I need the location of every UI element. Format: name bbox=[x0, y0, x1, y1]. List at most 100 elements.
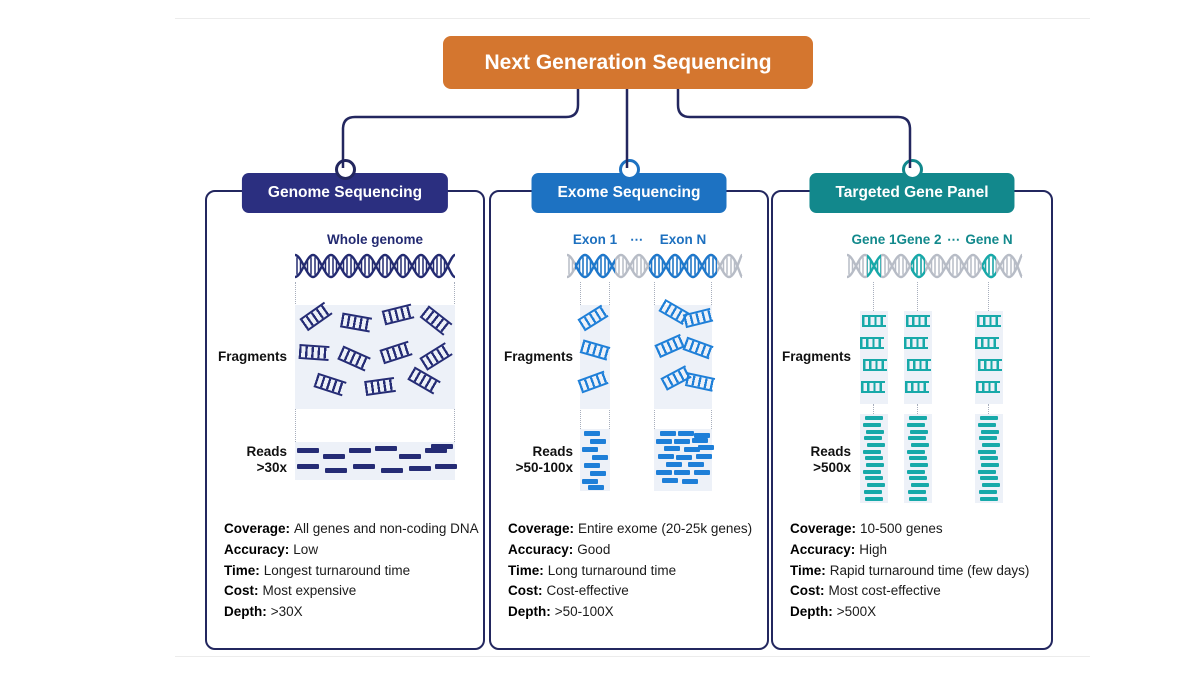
info-value: Entire exome (20-25k genes) bbox=[578, 521, 753, 536]
read-dash-icon bbox=[582, 447, 598, 452]
ellipsis-dots: ⋯ bbox=[630, 232, 644, 247]
dna-fragment-icon bbox=[862, 315, 886, 327]
info-label: Cost: bbox=[224, 583, 259, 599]
read-dash-icon bbox=[982, 443, 1000, 447]
reads-zone bbox=[904, 414, 932, 503]
read-dash-icon bbox=[864, 436, 882, 440]
read-dash-icon bbox=[375, 446, 397, 451]
branch-header-exome: Exome Sequencing bbox=[531, 173, 727, 213]
info-row: Accuracy:Good bbox=[508, 542, 752, 557]
read-dash-icon bbox=[662, 478, 678, 483]
info-label: Depth: bbox=[790, 604, 833, 620]
read-dash-icon bbox=[688, 462, 704, 467]
info-value: >30X bbox=[270, 604, 303, 620]
info-label: Accuracy: bbox=[508, 541, 574, 557]
dna-fragment-icon bbox=[906, 315, 930, 327]
read-dash-icon bbox=[981, 430, 999, 434]
read-dash-icon bbox=[323, 454, 345, 459]
info-row: Cost:Cost-effective bbox=[508, 583, 752, 598]
read-dash-icon bbox=[865, 497, 883, 501]
read-dash-icon bbox=[979, 490, 997, 494]
read-dash-icon bbox=[590, 471, 606, 476]
read-dash-icon bbox=[409, 466, 431, 471]
read-dash-icon bbox=[678, 431, 694, 436]
info-value: Low bbox=[293, 541, 319, 557]
reads-label-text: Reads bbox=[246, 444, 287, 459]
reads-zone bbox=[975, 414, 1003, 503]
fragments-zone bbox=[975, 311, 1003, 404]
info-row: Time:Long turnaround time bbox=[508, 563, 752, 578]
read-dash-icon bbox=[911, 443, 929, 447]
info-label: Time: bbox=[790, 562, 826, 578]
read-dash-icon bbox=[981, 463, 999, 467]
info-value: Cost-effective bbox=[546, 583, 629, 599]
reads-label: Reads >50-100x bbox=[491, 444, 573, 476]
info-value: Rapid turnaround time (few days) bbox=[829, 562, 1030, 578]
read-dash-icon bbox=[909, 497, 927, 501]
region-label-exon-1: Exon 1 bbox=[572, 232, 618, 247]
reads-zone bbox=[860, 414, 888, 503]
info-label: Time: bbox=[224, 562, 260, 578]
info-list: Coverage:All genes and non-coding DNA Ac… bbox=[224, 521, 479, 625]
dna-fragment-icon bbox=[861, 381, 885, 393]
read-dash-icon bbox=[980, 476, 998, 480]
reads-label: Reads >30x bbox=[207, 444, 287, 476]
panel-genome-sequencing: Genome Sequencing Whole genome Fragments… bbox=[205, 159, 485, 650]
info-label: Coverage: bbox=[508, 521, 575, 536]
read-dash-icon bbox=[666, 462, 682, 467]
read-dash-icon bbox=[674, 470, 690, 475]
read-dash-icon bbox=[694, 433, 710, 438]
read-dash-icon bbox=[435, 464, 457, 469]
read-dash-icon bbox=[425, 448, 447, 453]
reads-depth-text: >50-100x bbox=[515, 460, 573, 475]
read-dash-icon bbox=[656, 470, 672, 475]
info-row: Accuracy:Low bbox=[224, 542, 479, 557]
read-dash-icon bbox=[864, 490, 882, 494]
branch-node-icon bbox=[618, 159, 640, 180]
dna-fragment-icon bbox=[904, 337, 928, 349]
read-dash-icon bbox=[584, 431, 600, 436]
gene-guide-line bbox=[873, 282, 874, 311]
read-dash-icon bbox=[865, 416, 883, 420]
read-dash-icon bbox=[684, 447, 700, 452]
read-dash-icon bbox=[866, 463, 884, 467]
info-value: Most expensive bbox=[262, 583, 357, 599]
read-dash-icon bbox=[592, 455, 608, 460]
reads-zone bbox=[295, 442, 457, 480]
reads-label-text: Reads bbox=[810, 444, 851, 459]
read-dash-icon bbox=[907, 470, 925, 474]
read-dash-icon bbox=[978, 470, 996, 474]
info-row: Cost:Most expensive bbox=[224, 583, 479, 598]
read-dash-icon bbox=[867, 443, 885, 447]
read-dash-icon bbox=[910, 463, 928, 467]
info-row: Depth:>50-100X bbox=[508, 604, 752, 619]
region-label-exon-n: Exon N bbox=[659, 232, 707, 247]
region-label-gene-n: Gene N bbox=[965, 232, 1013, 247]
dna-fragment-icon bbox=[977, 315, 1001, 327]
gene-guide-line bbox=[917, 404, 918, 414]
info-label: Accuracy: bbox=[790, 541, 856, 557]
read-dash-icon bbox=[910, 430, 928, 434]
read-dash-icon bbox=[582, 479, 598, 484]
dna-helix-icon bbox=[566, 252, 744, 285]
branch-node-icon bbox=[901, 159, 923, 180]
read-dash-icon bbox=[297, 448, 319, 453]
reads-zone bbox=[580, 429, 610, 491]
info-label: Coverage: bbox=[790, 521, 857, 536]
read-dash-icon bbox=[698, 445, 714, 450]
read-dash-icon bbox=[908, 436, 926, 440]
branch-node-icon bbox=[334, 159, 356, 180]
region-label-gene-1: Gene 1 bbox=[851, 232, 897, 247]
info-list: Coverage:10-500 genes Accuracy:High Time… bbox=[790, 521, 1029, 625]
read-dash-icon bbox=[696, 454, 712, 459]
read-dash-icon bbox=[978, 450, 996, 454]
dna-fragment-icon bbox=[975, 337, 999, 349]
gene-guide-line bbox=[988, 282, 989, 311]
dna-helix-icon bbox=[846, 252, 1024, 285]
read-dash-icon bbox=[909, 476, 927, 480]
info-value: High bbox=[859, 541, 888, 557]
fragments-zone bbox=[295, 301, 455, 409]
reads-label-text: Reads bbox=[532, 444, 573, 459]
panel-exome-sequencing: Exome Sequencing Exon 1 ⋯ Exon N Fragmen… bbox=[489, 159, 769, 650]
